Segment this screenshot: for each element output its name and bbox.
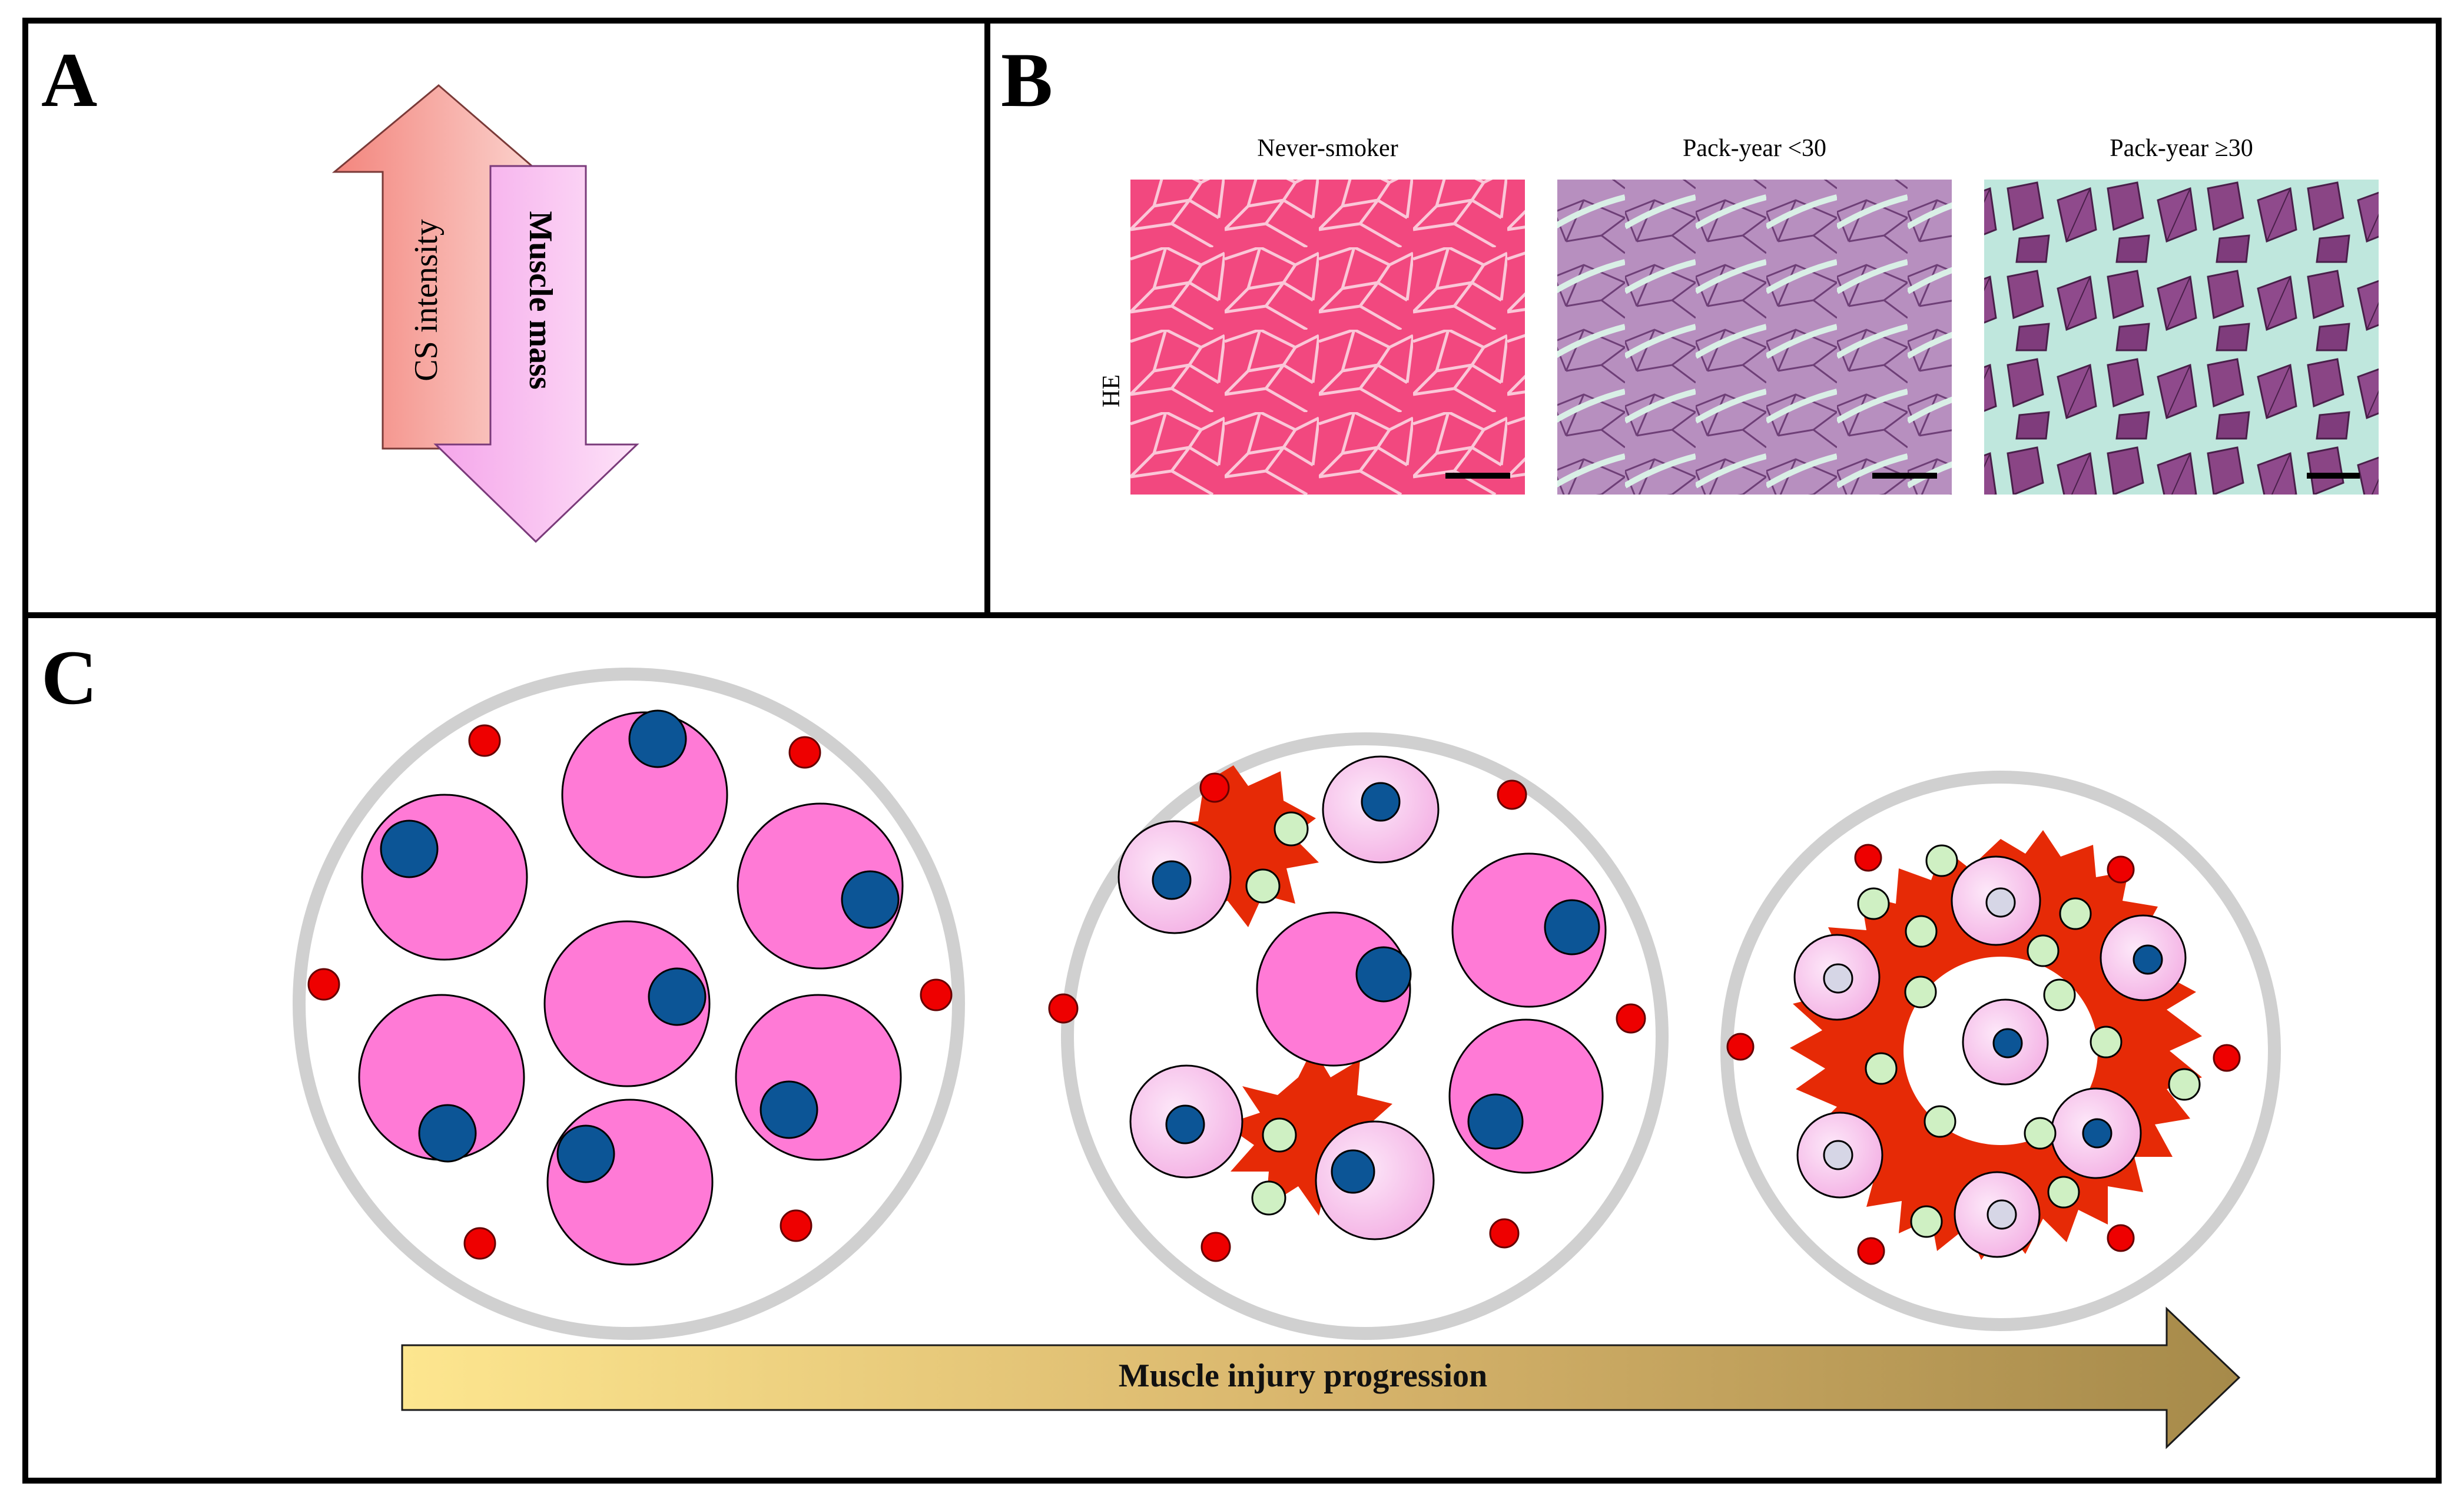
column-title-pack-year-under-30: Pack-year <30 [1682, 135, 1827, 162]
capillaries [1048, 772, 1646, 1262]
column-title-never-smoker: Never-smoker [1257, 135, 1398, 162]
panel-a-letter: A [41, 37, 98, 123]
immune-cells [1245, 811, 1309, 1216]
panel-a-arrows: CS intensity Muscle mass [331, 84, 639, 543]
nuclei [1152, 782, 1600, 1194]
panel-b-micrographs [1130, 180, 2379, 495]
micrograph-never-smoker [1130, 180, 1525, 495]
progression-arrow: Muscle injury progression [401, 1306, 2241, 1449]
fascicle-healthy [293, 668, 965, 1340]
panel-b-letter: B [1001, 37, 1053, 123]
fascicle-moderate-injury [1048, 732, 1669, 1340]
nuclei [380, 709, 900, 1183]
up-arrow-label: CS intensity [408, 219, 445, 381]
capillaries [1726, 844, 2241, 1265]
column-title-pack-year-over-30: Pack-year ≥30 [2110, 135, 2253, 162]
panel-c-letter: C [41, 634, 98, 721]
nuclei [1823, 887, 2163, 1230]
capillaries [307, 724, 953, 1260]
down-arrow-label: Muscle mass [522, 211, 559, 389]
progression-label: Muscle injury progression [1119, 1358, 1487, 1394]
micrograph-pack-year-under-30 [1557, 180, 1952, 495]
fascicle-severe-injury [1720, 771, 2281, 1331]
down-arrow [433, 165, 639, 543]
progression-arrow-shape [401, 1306, 2241, 1449]
micrograph-pack-year-over-30 [1984, 180, 2379, 495]
immune-cells [1857, 844, 2201, 1238]
